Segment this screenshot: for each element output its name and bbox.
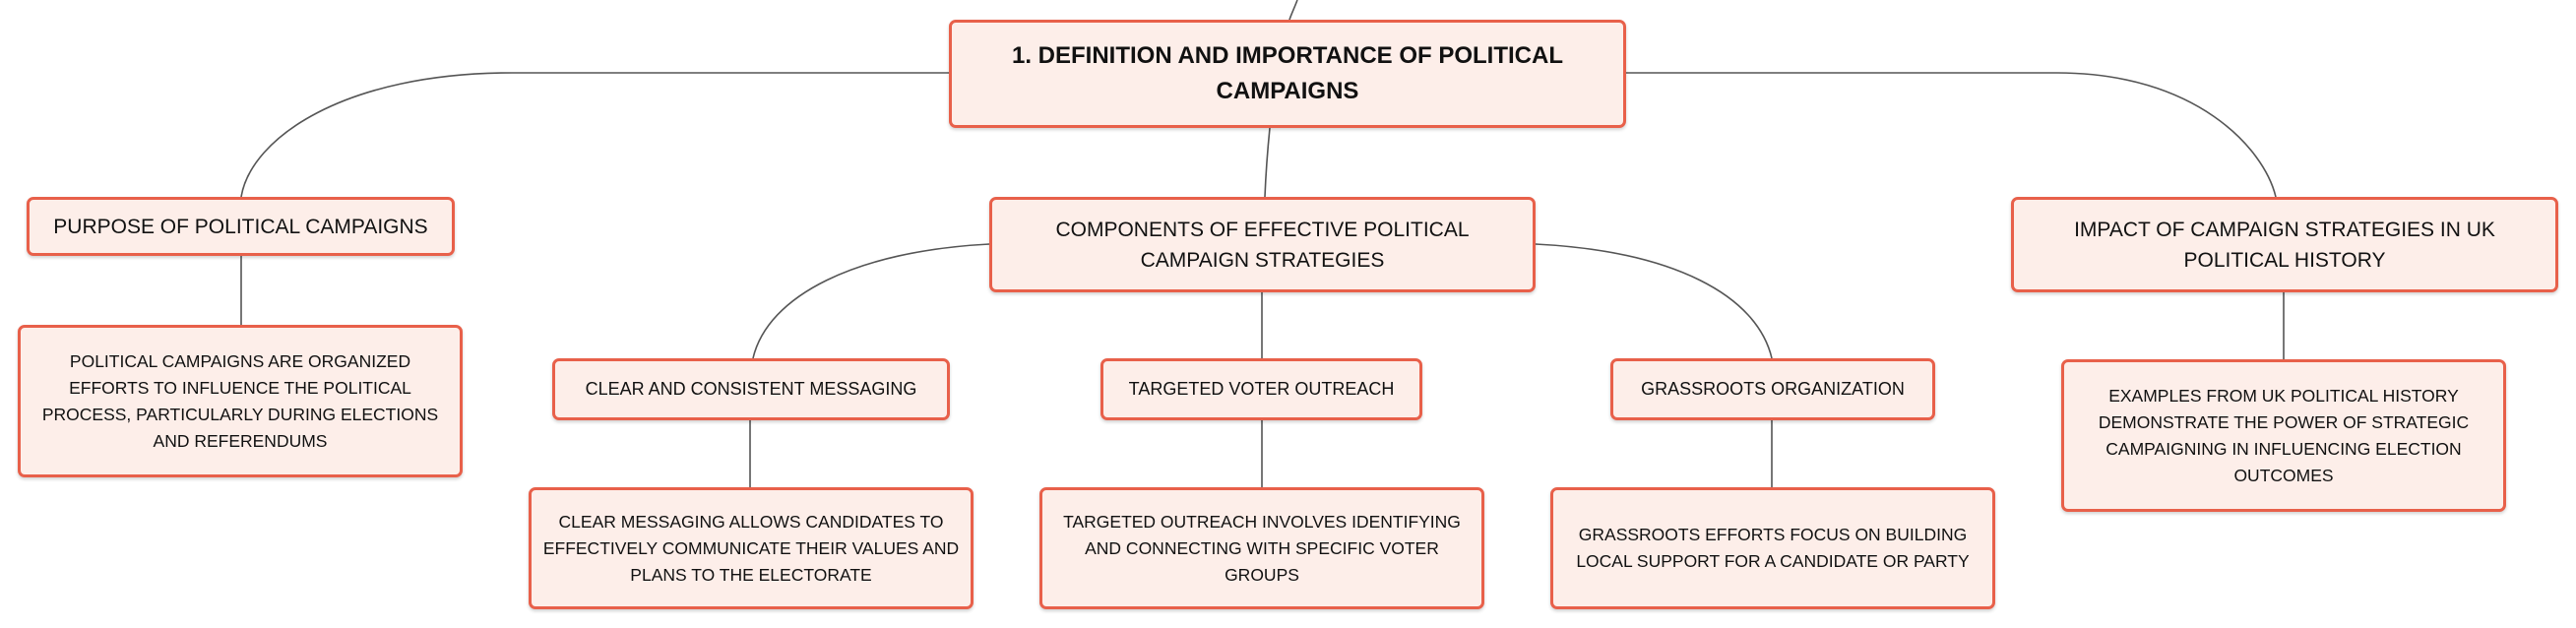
detail-text-impact: EXAMPLES FROM UK POLITICAL HISTORY DEMON… <box>2098 385 2470 485</box>
connector-components-grassroots <box>1535 243 1773 359</box>
detail-text-messaging: CLEAR MESSAGING ALLOWS CANDIDATES TO EFF… <box>542 511 960 585</box>
connector-root-parent <box>1288 0 1298 21</box>
root-topic-node[interactable]: 1. DEFINITION AND IMPORTANCE OF POLITICA… <box>949 20 1626 128</box>
root-topic-label: 1. DEFINITION AND IMPORTANCE OF POLITICA… <box>1012 42 1563 104</box>
connector-root-components <box>1264 127 1271 198</box>
topic-label-components: COMPONENTS OF EFFECTIVE POLITICAL CAMPAI… <box>1055 218 1470 272</box>
topic-label-impact: IMPACT OF CAMPAIGN STRATEGIES IN UK POLI… <box>2074 218 2495 272</box>
detail-text-purpose: POLITICAL CAMPAIGNS ARE ORGANIZED EFFORT… <box>41 350 439 451</box>
subtopic-label-messaging: CLEAR AND CONSISTENT MESSAGING <box>585 379 917 399</box>
topic-label-purpose: PURPOSE OF POLITICAL CAMPAIGNS <box>53 215 428 238</box>
detail-node-impact[interactable]: EXAMPLES FROM UK POLITICAL HISTORY DEMON… <box>2061 359 2506 512</box>
topic-node-impact[interactable]: IMPACT OF CAMPAIGN STRATEGIES IN UK POLI… <box>2011 197 2558 292</box>
detail-node-purpose[interactable]: POLITICAL CAMPAIGNS ARE ORGANIZED EFFORT… <box>18 325 463 477</box>
detail-text-outreach: TARGETED OUTREACH INVOLVES IDENTIFYING A… <box>1063 511 1461 585</box>
detail-node-grassroots[interactable]: GRASSROOTS EFFORTS FOCUS ON BUILDING LOC… <box>1550 487 1995 609</box>
subtopic-node-grassroots[interactable]: GRASSROOTS ORGANIZATION <box>1610 358 1935 420</box>
detail-node-outreach[interactable]: TARGETED OUTREACH INVOLVES IDENTIFYING A… <box>1039 487 1484 609</box>
subtopic-label-grassroots: GRASSROOTS ORGANIZATION <box>1641 379 1905 399</box>
detail-node-messaging[interactable]: CLEAR MESSAGING ALLOWS CANDIDATES TO EFF… <box>529 487 974 609</box>
connector-root-purpose <box>240 72 949 198</box>
topic-node-components[interactable]: COMPONENTS OF EFFECTIVE POLITICAL CAMPAI… <box>989 197 1536 292</box>
subtopic-node-messaging[interactable]: CLEAR AND CONSISTENT MESSAGING <box>552 358 950 420</box>
connector-root-impact <box>1626 72 2277 198</box>
topic-node-purpose[interactable]: PURPOSE OF POLITICAL CAMPAIGNS <box>27 197 455 256</box>
connector-components-messaging <box>752 243 990 359</box>
subtopic-node-outreach[interactable]: TARGETED VOTER OUTREACH <box>1100 358 1422 420</box>
subtopic-label-outreach: TARGETED VOTER OUTREACH <box>1128 379 1395 399</box>
detail-text-grassroots: GRASSROOTS EFFORTS FOCUS ON BUILDING LOC… <box>1576 525 1970 571</box>
